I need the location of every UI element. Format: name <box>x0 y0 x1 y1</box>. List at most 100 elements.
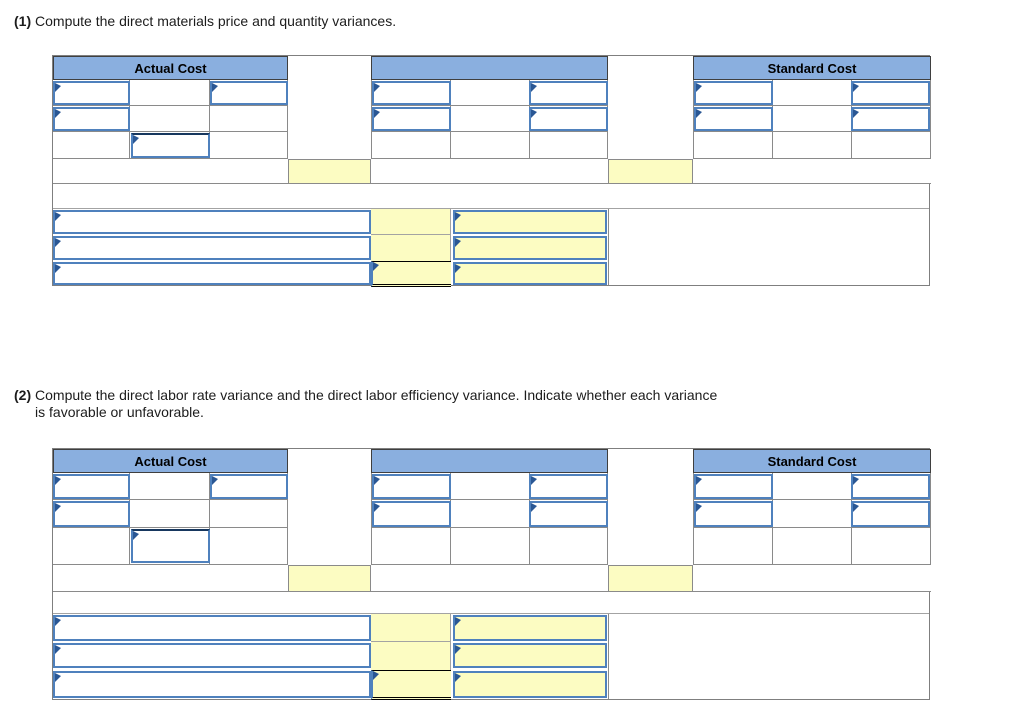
dropdown-marker-icon <box>55 645 61 654</box>
grid-cell <box>53 132 130 159</box>
dropdown-marker-icon <box>455 264 461 273</box>
t2-middle-input-r2c1[interactable] <box>372 501 451 527</box>
part1-instruction-text: Compute the direct materials price and q… <box>35 13 397 29</box>
part2-instruction-text: Compute the direct labor rate variance a… <box>35 387 718 420</box>
dropdown-marker-icon <box>374 109 380 118</box>
t1-highlight-cell-left <box>288 159 371 184</box>
standard-cost-header-label: Standard Cost <box>767 60 857 76</box>
standard-cost-header: Standard Cost <box>693 449 931 473</box>
grid-cell <box>372 132 451 159</box>
t2-actual-grid <box>53 473 288 565</box>
dropdown-marker-icon <box>531 476 537 485</box>
grid-cell <box>210 132 288 159</box>
dropdown-marker-icon <box>212 476 218 485</box>
dropdown-marker-icon <box>455 617 461 626</box>
dropdown-marker-icon <box>55 503 61 512</box>
t1-middle-input-r2c1[interactable] <box>372 107 451 131</box>
t2-empty-region <box>608 614 929 699</box>
labor-variance-table: Actual Cost Standard Cost <box>52 448 931 700</box>
t2-variance-input-1[interactable] <box>453 615 607 641</box>
t2-standard-input-r2c3[interactable] <box>851 501 930 527</box>
t2-actual-input-r3c2[interactable] <box>131 529 210 563</box>
t2-label-input-1[interactable] <box>53 615 371 641</box>
t1-middle-input-r2c3[interactable] <box>529 107 608 131</box>
dropdown-marker-icon <box>374 476 380 485</box>
dropdown-marker-icon <box>133 135 139 144</box>
dropdown-marker-icon <box>531 109 537 118</box>
t1-total-amount-input[interactable] <box>371 261 451 287</box>
middle-header <box>371 449 608 473</box>
t1-variance-input-3[interactable] <box>453 262 607 285</box>
t2-actual-input-r1c1[interactable] <box>53 474 130 499</box>
t2-label-input-2[interactable] <box>53 643 371 668</box>
t2-row4-right-cell <box>693 565 931 592</box>
t1-actual-input-r3c2[interactable] <box>131 133 210 158</box>
dropdown-marker-icon <box>212 83 218 92</box>
t1-middle-input-r1c3[interactable] <box>529 81 608 105</box>
part1-number: (1) <box>14 13 32 29</box>
grid-cell <box>530 132 608 159</box>
grid-cell <box>210 500 288 528</box>
t2-actual-input-r2c1[interactable] <box>53 501 130 527</box>
t1-actual-input-r2c1[interactable] <box>53 107 130 131</box>
t2-row4-left-cell <box>53 565 288 592</box>
t1-spacer-row <box>53 184 929 209</box>
dropdown-marker-icon <box>696 109 702 118</box>
t2-middle-input-r1c3[interactable] <box>529 474 608 499</box>
grid-cell <box>451 132 530 159</box>
standard-cost-header: Standard Cost <box>693 56 931 80</box>
t1-label-input-1[interactable] <box>53 210 371 234</box>
dropdown-marker-icon <box>133 531 139 540</box>
grid-cell <box>773 500 852 528</box>
t1-standard-input-r2c1[interactable] <box>694 107 773 131</box>
grid-cell <box>773 528 852 565</box>
t2-standard-input-r1c1[interactable] <box>694 474 773 499</box>
t1-highlight-cell-right <box>608 159 693 184</box>
dropdown-marker-icon <box>373 262 379 271</box>
t1-middle-input-r1c1[interactable] <box>372 81 451 105</box>
dropdown-marker-icon <box>696 503 702 512</box>
t2-spacer-row <box>53 592 929 614</box>
t1-label-input-3[interactable] <box>53 262 371 285</box>
t1-empty-region <box>608 209 929 285</box>
materials-variance-table: Actual Cost Standard Cost <box>52 55 931 287</box>
t2-variance-input-2[interactable] <box>453 643 607 668</box>
t1-variance-input-1[interactable] <box>453 210 607 234</box>
t2-variance-input-3[interactable] <box>453 671 607 698</box>
actual-cost-header-label: Actual Cost <box>134 453 207 469</box>
dropdown-marker-icon <box>531 503 537 512</box>
t1-amount-cell-2 <box>371 235 451 261</box>
t2-standard-input-r1c3[interactable] <box>851 474 930 499</box>
part2-number: (2) <box>14 387 32 403</box>
grid-cell <box>773 473 852 500</box>
dropdown-marker-icon <box>373 671 379 680</box>
t1-row4-left-cell <box>53 159 288 184</box>
t1-variance-input-2[interactable] <box>453 236 607 260</box>
t1-label-input-2[interactable] <box>53 236 371 260</box>
t2-actual-input-r1c3[interactable] <box>210 474 288 499</box>
t2-middle-input-r1c1[interactable] <box>372 474 451 499</box>
dropdown-marker-icon <box>55 212 61 221</box>
t1-actual-input-r1c3[interactable] <box>210 81 288 105</box>
t1-standard-input-r1c1[interactable] <box>694 81 773 105</box>
t1-standard-input-r2c3[interactable] <box>851 107 930 131</box>
grid-cell <box>694 132 773 159</box>
t2-standard-input-r2c1[interactable] <box>694 501 773 527</box>
t1-row4-middle-cell <box>371 159 608 184</box>
t2-row4-middle-cell <box>371 565 608 592</box>
t1-standard-input-r1c3[interactable] <box>851 81 930 105</box>
grid-cell <box>130 500 210 528</box>
grid-cell <box>53 528 130 565</box>
dropdown-marker-icon <box>374 83 380 92</box>
t2-total-amount-input[interactable] <box>371 670 451 700</box>
t2-middle-input-r2c3[interactable] <box>529 501 608 527</box>
actual-cost-header: Actual Cost <box>53 56 288 80</box>
t1-row4-right-cell <box>693 159 931 184</box>
part1-heading: (1) Compute the direct materials price a… <box>14 13 396 30</box>
t1-actual-input-r1c1[interactable] <box>53 81 130 105</box>
t2-label-input-3[interactable] <box>53 671 371 698</box>
actual-cost-header-label: Actual Cost <box>134 60 207 76</box>
grid-cell <box>694 528 773 565</box>
dropdown-marker-icon <box>455 212 461 221</box>
